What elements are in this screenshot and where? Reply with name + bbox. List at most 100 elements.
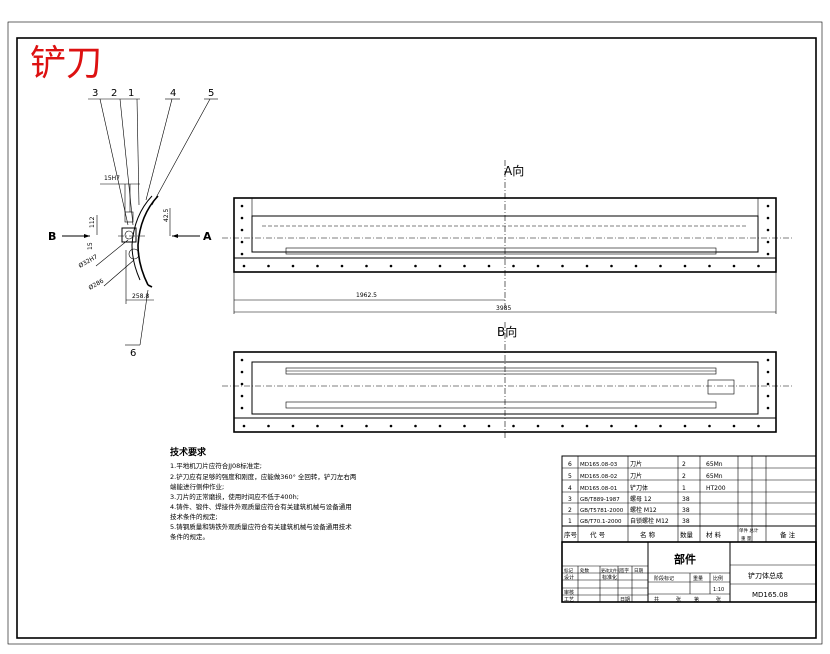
title-part-name: 铲刀体总成 — [748, 571, 783, 580]
tb-check: 审核 — [564, 589, 574, 596]
bom-row-5-no: 2 — [568, 507, 572, 514]
bolt-hole — [512, 424, 515, 428]
bom-row-1-qty: 2 — [682, 461, 686, 468]
bom-header-code: 代 号 — [590, 530, 606, 539]
bom-row-1-name: 刀片 — [630, 460, 642, 468]
bolt-hole — [683, 264, 687, 268]
title-block: 部件 铲刀体总成 MD165.08 标记 处数 更改文件号 签字 日期 设计 标… — [561, 541, 817, 603]
bom-row-6-qty: 38 — [682, 518, 690, 525]
tech-line-6: 技术条件的规定; — [170, 512, 218, 521]
tb-count: 处数 — [580, 567, 589, 574]
view-a-marker: A — [203, 230, 212, 243]
bolt-hole — [438, 424, 442, 428]
bolt-hole — [240, 406, 244, 410]
bom-row-2-code: MD165.08-02 — [580, 474, 617, 480]
tb-sheet-1: 张 — [676, 596, 681, 603]
bolt-hole — [240, 216, 244, 220]
view-b-marker: B — [48, 230, 56, 243]
bolt-hole — [340, 264, 344, 268]
drawing-title: 铲刀 — [30, 43, 102, 84]
tb-process: 工艺 — [564, 597, 574, 603]
tb-stage: 阶段标记 — [654, 575, 674, 582]
bom-row-2-qty: 2 — [682, 473, 686, 480]
bolt-hole — [766, 382, 770, 386]
bolt-hole — [240, 382, 244, 386]
bom-header-remark: 备 注 — [780, 530, 796, 539]
bolt-hole — [708, 424, 711, 428]
title-drawing-no: MD165.08 — [752, 591, 788, 599]
tech-heading: 技术要求 — [170, 446, 207, 458]
dim-3985: 3985 — [496, 305, 511, 312]
bolt-hole — [240, 358, 244, 362]
bolt-hole — [240, 370, 244, 374]
tb-approve-date: 日期 — [620, 597, 630, 603]
bolt-hole — [536, 264, 540, 268]
bolt-hole — [561, 424, 564, 428]
bolt-hole — [732, 264, 736, 268]
bom-row-6-code: GB/T70.1-2000 — [580, 519, 622, 525]
bolt-hole — [536, 424, 540, 428]
bolt-hole — [389, 424, 393, 428]
bolt-hole — [240, 228, 244, 232]
dim-42-5: 42.5 — [163, 208, 170, 222]
tech-line-3: 端能进行侧伸作业; — [170, 482, 224, 491]
technical-requirements: 技术要求 1.平地机刀片应符合JJ08标准定; 2.铲刀应有足够的强度和刚度，应… — [170, 446, 357, 541]
callout-4: 4 — [170, 88, 176, 99]
view-a: A向 1962.5 3985 — [222, 160, 792, 314]
bolt-hole — [316, 424, 319, 428]
bolt-hole — [766, 394, 770, 398]
bolt-hole — [389, 264, 393, 268]
tb-total: 共 — [654, 596, 659, 603]
bom-header-no: 序号 — [564, 530, 578, 539]
bom-row-2-no: 5 — [568, 473, 572, 480]
bom-table: 6 MD165.08-03 刀片 2 65Mn 5 MD165.08-02 刀片… — [561, 455, 817, 543]
bom-row-4-name: 螺母 12 — [630, 495, 652, 503]
bom-row-3-qty: 1 — [682, 485, 686, 492]
side-view: 3 2 1 4 5 15H7 112 42.5 15 Ø32H7 — [48, 88, 218, 359]
bom-row-4-code: GB/T889-1987 — [580, 497, 620, 503]
bom-row-2-name: 刀片 — [630, 472, 642, 480]
bolt-hole — [487, 264, 491, 268]
inner-frame — [16, 37, 817, 639]
bom-header-qty: 数量 — [680, 530, 694, 539]
dim-phi286: Ø286 — [88, 277, 106, 291]
bolt-hole — [585, 264, 589, 268]
view-b-label: B向 — [497, 324, 517, 339]
bolt-hole — [242, 424, 246, 428]
bolt-hole — [561, 264, 564, 268]
bolt-hole — [365, 264, 368, 268]
callout-1: 1 — [128, 88, 134, 99]
tech-line-4: 3.刀片的正常磨损，使用时间应不低于400h; — [170, 492, 299, 501]
bolt-hole — [610, 264, 613, 268]
bom-header-weight-2: 重 量 — [741, 535, 752, 542]
bom-header-name: 名 称 — [640, 530, 656, 539]
bolt-hole — [267, 424, 270, 428]
title-category: 部件 — [674, 552, 696, 566]
bom-row-4-no: 3 — [568, 496, 572, 503]
bolt-hole — [766, 370, 770, 374]
bolt-hole — [365, 424, 368, 428]
tech-line-7: 5.铸钢质量和铸铁外观质量应符合有关建筑机械与设备通用技术 — [170, 522, 352, 531]
bolt-hole — [463, 424, 466, 428]
bolt-hole — [683, 424, 687, 428]
bolt-hole — [659, 424, 662, 428]
bolt-hole — [766, 358, 770, 362]
bom-row-1-no: 6 — [568, 461, 572, 468]
dim-15h7: 15H7 — [104, 175, 120, 182]
bolt-hole — [766, 216, 770, 220]
tb-ratio: 比例 — [713, 575, 723, 582]
bolt-hole — [291, 264, 295, 268]
tb-date: 日期 — [634, 568, 643, 574]
tb-change-file: 更改文件号 — [601, 567, 621, 573]
bolt-hole — [240, 394, 244, 398]
bom-row-5-name: 螺栓 M12 — [630, 506, 657, 514]
tb-design: 设计 — [564, 574, 574, 581]
bolt-hole — [766, 204, 770, 208]
dim-phi32h7: Ø32H7 — [78, 253, 100, 269]
bolt-hole — [757, 264, 760, 268]
bolt-hole — [316, 264, 319, 268]
bolt-hole — [242, 264, 246, 268]
bom-row-4-qty: 38 — [682, 496, 690, 503]
tb-scale: 1:10 — [713, 587, 724, 593]
bom-row-1-mat: 65Mn — [706, 461, 723, 468]
